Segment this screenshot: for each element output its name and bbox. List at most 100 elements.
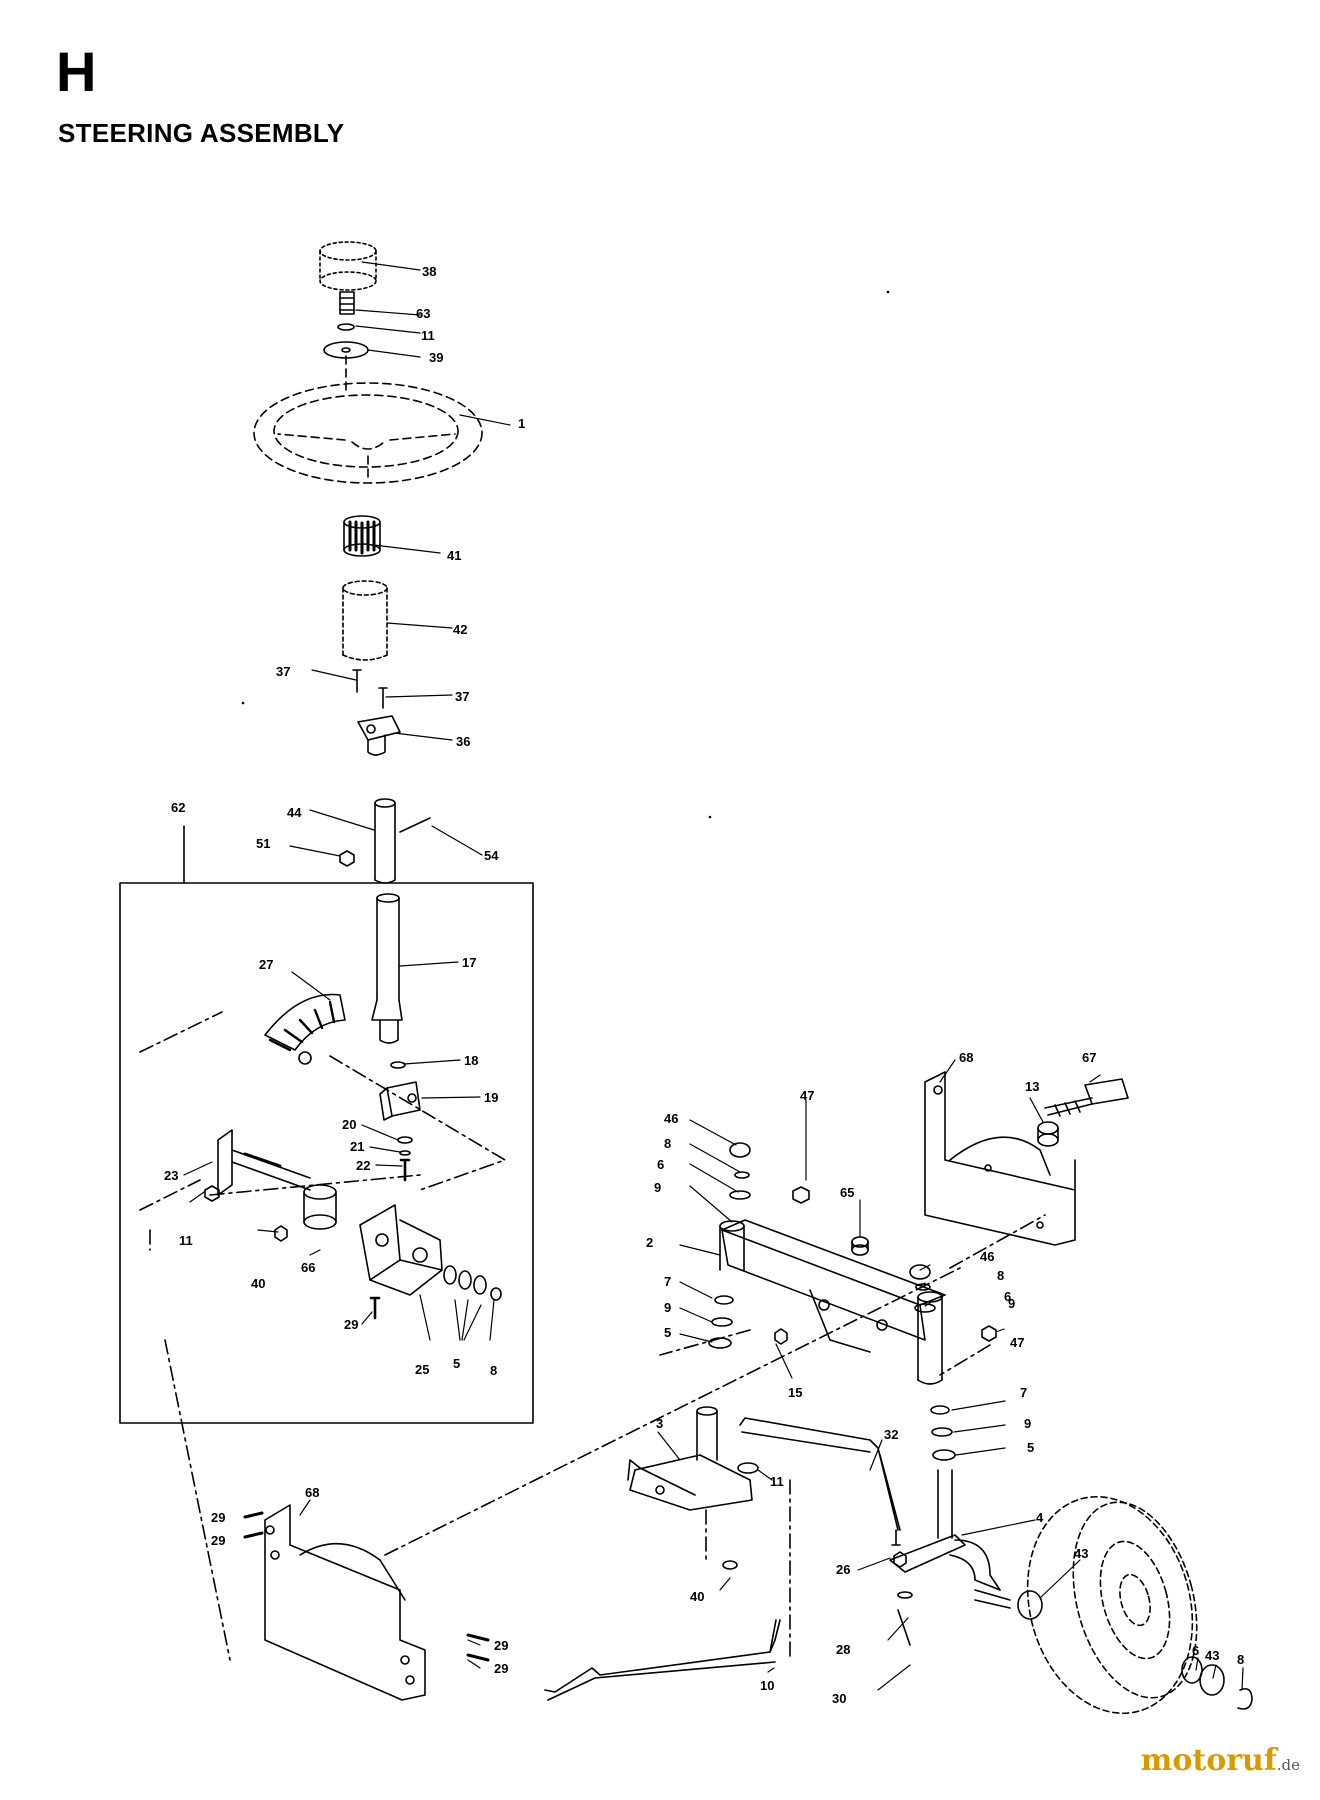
axle-stub-part [974,1589,1011,1609]
axle-bracket-left-part [264,1504,426,1701]
callout-label: 43 [1074,1546,1088,1561]
front-tire-part [1026,1495,1198,1715]
callout-label: 46 [664,1111,678,1126]
callout-label: 30 [832,1691,846,1706]
steering-adapter-part [343,515,381,557]
steering-wheel-part [253,355,483,484]
callout-label: 9 [664,1300,671,1315]
callout-label: 4 [1036,1510,1044,1525]
steering-shaft-part [371,893,403,1044]
pivot-shaft-part [217,1129,311,1196]
callout-label: 25 [415,1362,429,1377]
roll-pin-part [399,817,431,833]
callout-label: 3 [656,1416,663,1431]
callout-label: 44 [287,805,302,820]
axle-bolt-part [1044,1078,1129,1117]
callout-label: 68 [959,1050,973,1065]
callout-label: 42 [453,622,467,637]
axle-nut-right-part [981,1325,997,1342]
callout-label: 10 [760,1678,774,1693]
callout-label: 29 [494,1661,508,1676]
retaining-clip-part [1237,1687,1253,1710]
flat-washer-part [390,1061,406,1069]
callout-label: 2 [646,1235,653,1250]
cotter-pin-30-part [897,1609,911,1646]
callout-label: 36 [456,734,470,749]
tie-rod-part [544,1639,776,1701]
callout-label: 40 [690,1589,704,1604]
gear-guide-line [139,1011,506,1191]
screws-part [352,669,388,709]
axle-spacer-part [1037,1121,1059,1147]
leader-lines [183,261,1244,1691]
bolt-part [339,291,355,315]
callout-label: 8 [490,1363,497,1378]
axle-bracket-right-part [924,1071,1076,1246]
lock-washer-part [337,323,355,331]
callout-label: 47 [800,1088,814,1103]
callout-label: 23 [164,1168,178,1183]
callout-label: 6 [657,1157,664,1172]
callout-label: 37 [455,689,469,704]
callout-label: 22 [356,1158,370,1173]
callout-label: 8 [664,1136,671,1151]
callout-label: 40 [251,1276,265,1291]
block-lock-washer-part [399,1150,411,1156]
callout-label: 26 [836,1562,850,1577]
callout-label: 8 [997,1268,1004,1283]
callout-label: 9 [1024,1416,1031,1431]
callout-label: 37 [276,664,290,679]
steering-block-part [379,1081,421,1121]
callout-label: 15 [788,1385,802,1400]
callout-label: 5 [664,1325,671,1340]
bracket-bolts-left-part [243,1511,490,1662]
right-washers-part [914,1283,956,1461]
steering-bracket-part [359,1204,443,1296]
sector-gear-part [264,993,346,1065]
callout-label: 46 [980,1249,994,1264]
drag-link-end-part [891,1529,901,1546]
callout-label: 67 [1082,1050,1096,1065]
callout-label: 9 [654,1180,661,1195]
speck-mark [886,290,890,294]
axle-cap-left-part [729,1142,751,1158]
callout-label: 29 [494,1638,508,1653]
callout-label: 6 [1004,1289,1011,1304]
outer-washer-43-part [1199,1664,1225,1696]
bracket-bolt-part [369,1296,381,1320]
callout-label: 11 [421,328,435,343]
callout-label: 51 [256,836,270,851]
watermark: motoruf.de [1141,1743,1300,1778]
callout-label: 5 [1027,1440,1034,1455]
callout-label: 1 [518,416,525,431]
callout-label: 5 [453,1356,460,1371]
nut-part [339,850,355,867]
front-axle-part [721,1219,946,1353]
diagram-title: STEERING ASSEMBLY [58,118,345,148]
bracket-washers-part [443,1265,502,1301]
callout-label: 68 [305,1485,319,1500]
kit-box [119,882,534,1424]
speck-mark [708,815,712,819]
spindle-nut-40-part [722,1560,738,1570]
spindle-washer-11-part [737,1462,759,1474]
callout-label: 32 [884,1427,898,1442]
callout-label: 11 [770,1474,784,1489]
watermark-name: motoruf [1140,1743,1277,1778]
outer-washer-6-part [1181,1656,1203,1684]
callout-label: 39 [429,350,443,365]
upper-shaft-part [374,798,396,884]
callout-label: 65 [840,1185,854,1200]
callout-label: 29 [211,1510,225,1525]
speck-mark [241,701,245,705]
callout-label: 29 [344,1317,358,1332]
right-spindle-part [889,1469,1001,1591]
bearing-flange-part [357,715,401,756]
axle-nut-15-part [774,1328,788,1345]
callout-label: 62 [171,800,185,815]
callout-label: 8 [1237,1652,1244,1667]
callout-label: 43 [1205,1648,1219,1663]
callout-label: 6 [1192,1643,1199,1658]
callout-label: 66 [301,1260,315,1275]
callout-labels: 38 63 11 39 1 41 42 37 37 36 62 44 51 54… [164,264,1244,1706]
